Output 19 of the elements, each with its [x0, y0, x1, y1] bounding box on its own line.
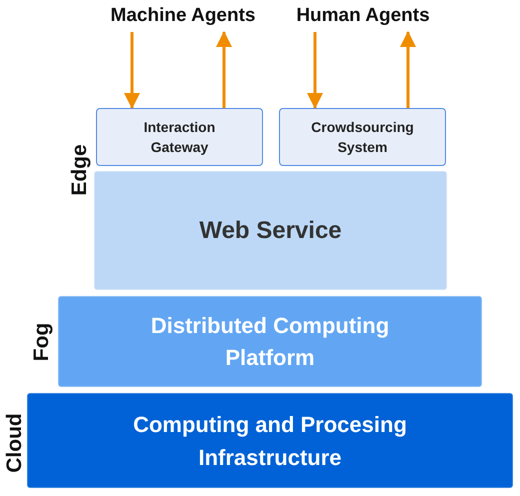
agent-label: Human Agents	[296, 2, 430, 30]
tier-label: Cloud	[3, 413, 27, 473]
box-label: Computing and Procesing Infrastructure	[132, 410, 408, 472]
box-label: Interaction Gateway	[142, 118, 216, 157]
arrow	[124, 32, 140, 109]
layer-box	[58, 296, 482, 387]
system-box	[279, 108, 446, 166]
arrow	[216, 31, 232, 108]
arrow	[400, 31, 416, 108]
arrow	[307, 32, 323, 109]
agent-label: Machine Agents	[110, 2, 256, 30]
tier-label: Fog	[30, 322, 54, 362]
tier-label: Edge	[68, 144, 92, 196]
layer-box	[94, 171, 447, 290]
gateway-box	[96, 108, 263, 166]
box-label: Web Service	[199, 216, 342, 246]
box-label: Distributed Computing Platform	[150, 312, 390, 372]
layer-box	[27, 393, 513, 488]
box-label: Crowdsourcing System	[310, 118, 415, 157]
